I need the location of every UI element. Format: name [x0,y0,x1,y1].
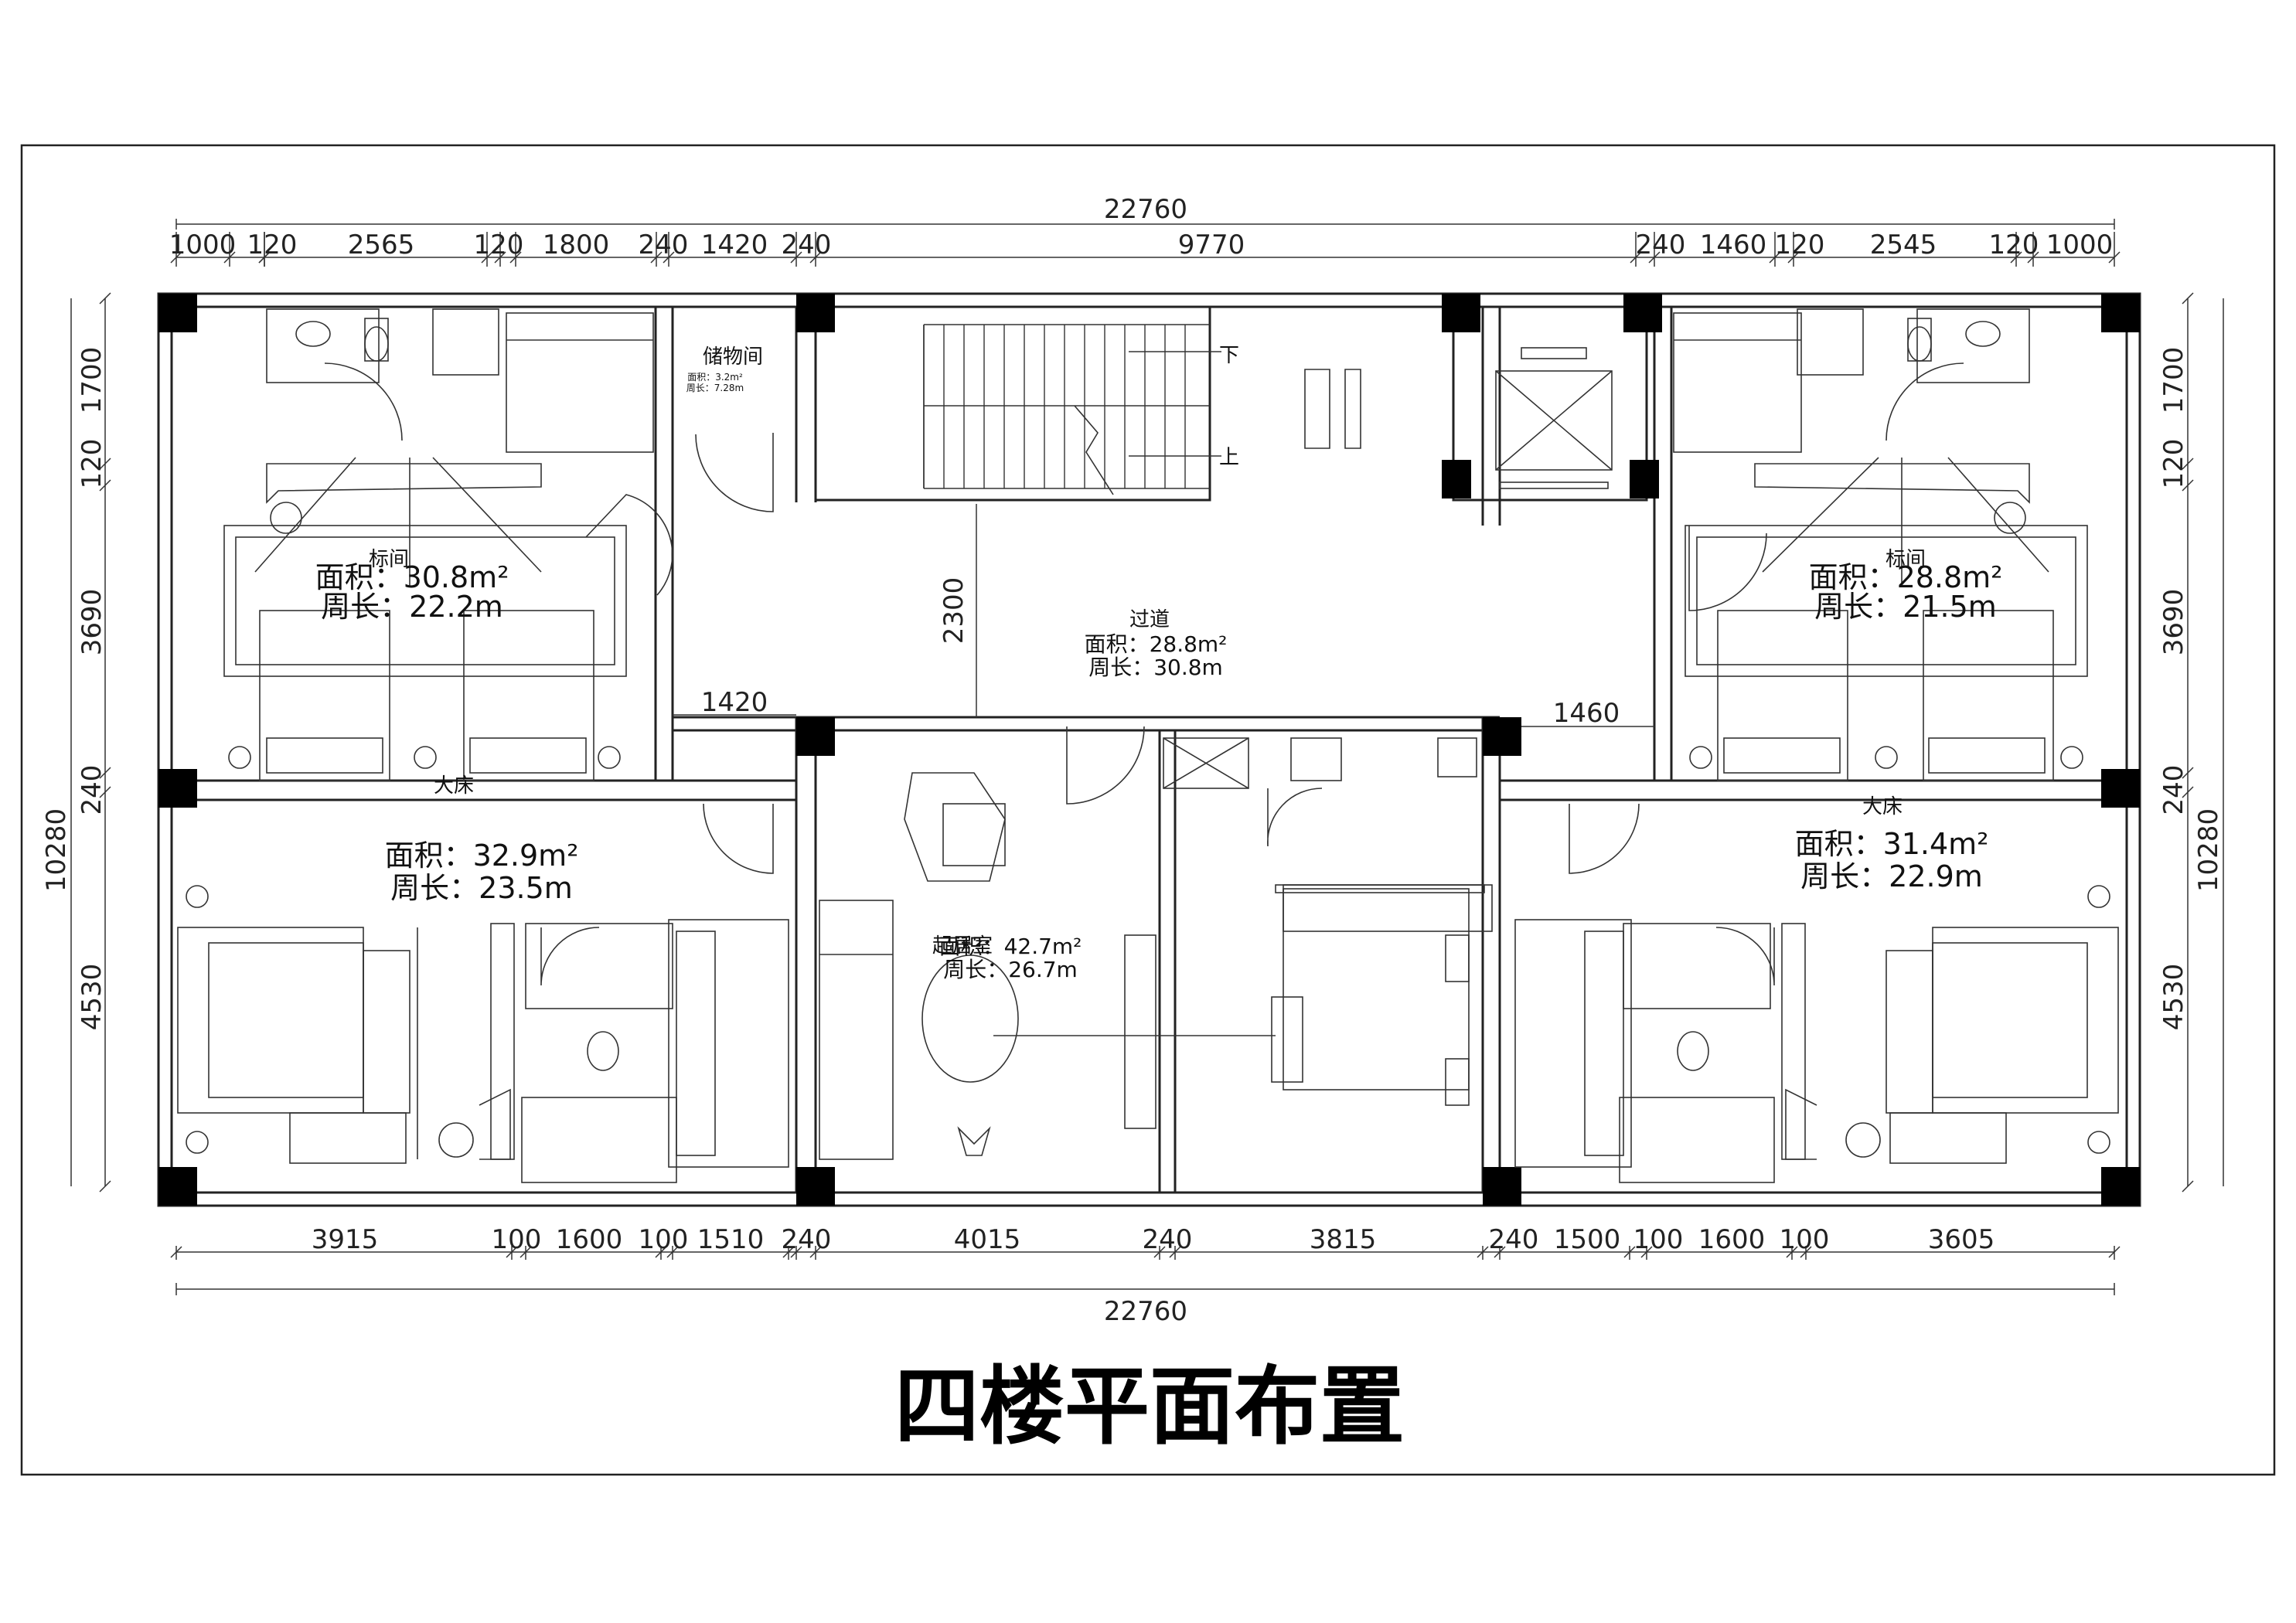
dimension-tick [99,458,111,470]
dim-left-overall: 10280 [41,808,72,892]
dim-bottom-14: 100 [1780,1224,1830,1255]
dimension-tick [99,1180,111,1193]
dim-top-15: 1000 [2046,230,2114,260]
dim-left-3: 3690 [77,589,107,656]
room-corridor-area: 面积：28.8m² [1085,631,1228,657]
dim-bottom-9: 3815 [1310,1224,1377,1255]
dim-bottom-3: 1600 [556,1224,623,1255]
room-left-standard-name: 标间 [369,548,409,571]
dimension-tick [2182,786,2194,798]
sheet-border [20,144,2276,1476]
drawing-title: 四楼平面布置 [894,1357,1405,1456]
dim-top-7: 1420 [701,230,768,260]
room-left-standard-perimeter: 周长：22.2m [321,590,503,624]
dimension-tick [99,292,111,305]
dim-top-14: 120 [1989,230,2039,260]
right-standard-room-furniture [1673,308,2088,781]
dim-right-overall: 10280 [2193,808,2224,892]
room-left-king-area: 面积：32.9m² [385,839,579,873]
dim-top-9: 9770 [1178,230,1245,260]
left-king-room-furniture [177,885,789,1183]
dim-overall-bottom: 22760 [1104,1296,1187,1327]
dim-top-2: 120 [247,230,298,260]
room-storage-perimeter: 周长：7.28m [686,383,744,393]
stair-treads [923,325,1186,488]
dim-top-12: 120 [1775,230,1825,260]
room-corridor-name: 过道 [1129,608,1170,631]
dimension-tick [99,767,111,779]
room-corridor-perimeter: 周长：30.8m [1088,655,1223,680]
room-right-king-perimeter: 周长：22.9m [1800,859,1983,893]
room-storage-area: 面积：3.2m² [687,372,743,383]
room-living-perimeter: 周长：26.7m [943,957,1078,982]
door-swings [324,362,1964,986]
dim-left-4: 240 [77,765,107,815]
room-living-area: 面积：42.7m² [939,934,1082,959]
dim-right-5: 4530 [2158,964,2189,1031]
dim-bottom-5: 1510 [697,1224,765,1255]
dim-top-3: 2565 [348,230,415,260]
dim-bottom-13: 1600 [1698,1224,1766,1255]
dim-bottom-11: 1500 [1554,1224,1621,1255]
dim-right-4: 240 [2158,765,2189,815]
dimension-tick [99,786,111,798]
room-right-standard-name: 标间 [1886,548,1926,571]
dim-top-8: 240 [782,230,832,260]
dimension-tick [2182,292,2194,305]
dim-bottom-12: 100 [1633,1224,1684,1255]
dim-bottom-8: 240 [1143,1224,1193,1255]
dim-left-5: 4530 [77,964,107,1031]
dim-top-6: 240 [639,230,689,260]
dim-bottom-1: 3915 [312,1224,379,1255]
dim-right-2: 120 [2158,439,2189,489]
dimension-tick [2182,458,2194,470]
master-bedroom-furniture [1163,737,1493,1106]
dim-right-opening: 1460 [1553,698,1620,729]
dimension-tick [2182,1180,2194,1193]
dim-right-1: 1700 [2158,347,2189,414]
dimension-lines [70,223,2224,1290]
dim-top-10: 240 [1636,230,1686,260]
dim-bottom-15: 3605 [1928,1224,1995,1255]
dim-corridor-height: 2300 [938,577,969,645]
dim-left-opening: 1420 [701,687,768,718]
dim-top-1: 1000 [169,230,237,260]
dim-bottom-6: 240 [782,1224,832,1255]
dim-overall-top: 22760 [1104,194,1187,225]
walls [157,292,2141,1207]
dim-left-2: 120 [77,439,107,489]
room-right-king-name: 大床 [1862,795,1903,818]
elevator-shaft [1495,347,1613,489]
room-left-standard-area: 面积：30.8m² [315,560,509,594]
dimension-ticks [99,219,2194,1295]
dim-top-13: 2545 [1870,230,1937,260]
dim-top-4: 120 [474,230,524,260]
stair-down-label: 下 [1219,344,1239,367]
room-storage-name: 储物间 [703,345,763,369]
room-left-king-name: 大床 [434,774,474,798]
room-right-king-area: 面积：31.4m² [1795,827,1989,861]
left-standard-room-furniture [223,308,654,781]
staircase [923,324,1221,495]
dim-bottom-2: 100 [492,1224,542,1255]
dim-top-5: 1800 [543,230,610,260]
dim-top-11: 1460 [1700,230,1767,260]
dim-bottom-7: 4015 [954,1224,1021,1255]
room-left-king-perimeter: 周长：23.5m [390,871,573,905]
living-room-furniture [819,772,1276,1160]
room-right-standard-perimeter: 周长：21.5m [1814,590,1997,624]
dim-left-1: 1700 [77,347,107,414]
structural-columns [158,294,2140,1206]
stair-up-label: 上 [1219,446,1239,469]
room-living-name: 起居室 [932,934,993,958]
dimension-tick [2182,767,2194,779]
dim-bottom-10: 240 [1489,1224,1539,1255]
room-right-standard-area: 面积：28.8m² [1809,560,2003,594]
dimension-tick [99,479,111,492]
dim-right-3: 3690 [2158,589,2189,656]
dim-bottom-4: 100 [639,1224,689,1255]
right-king-room-furniture [1514,885,2119,1183]
dimension-tick [2182,479,2194,492]
